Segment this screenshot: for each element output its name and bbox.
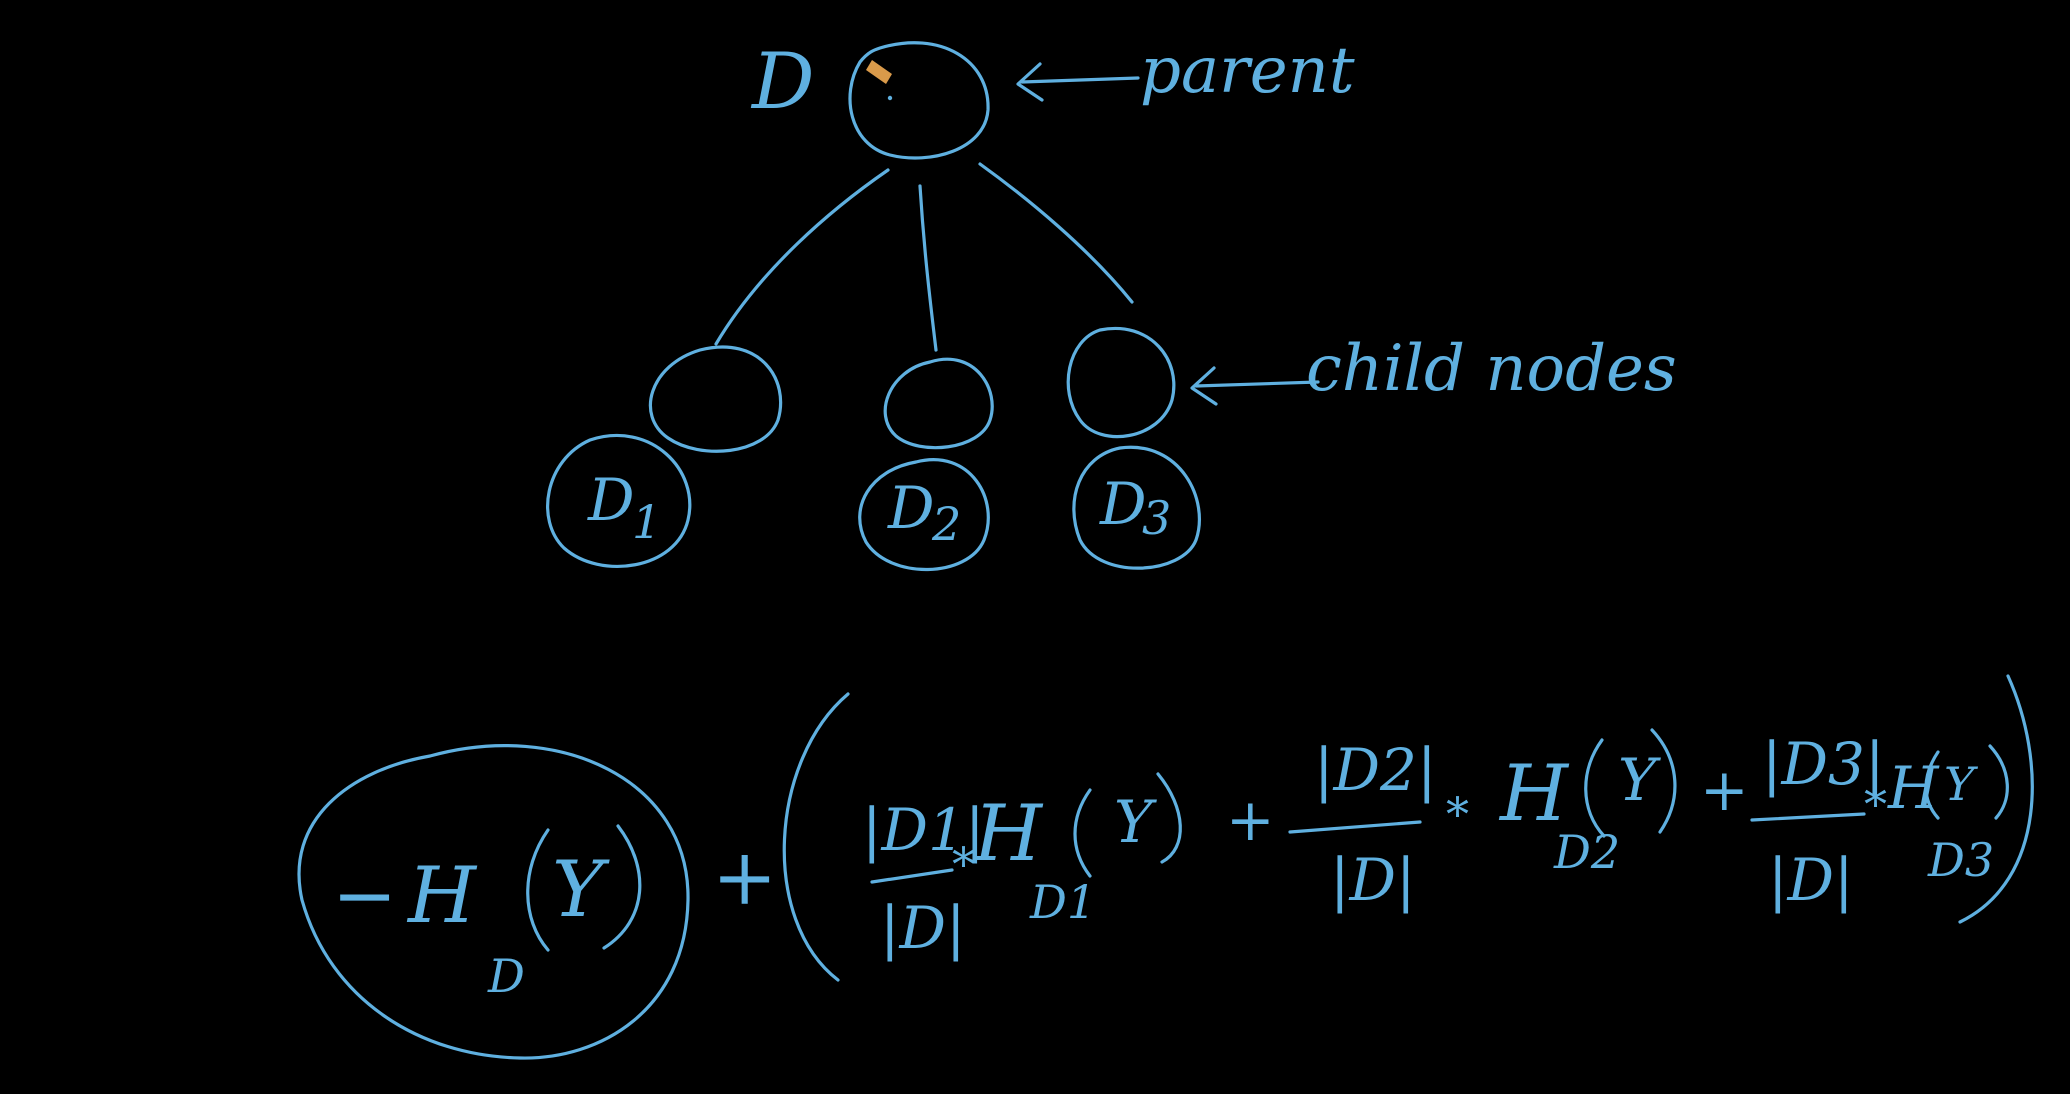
- frac2-numerator: |D2|: [1314, 736, 1437, 804]
- h1: H: [972, 789, 1044, 879]
- paren-open-2: [1073, 788, 1092, 878]
- entropy-subscript-d: D: [487, 949, 525, 1003]
- d3-label: D: [1099, 470, 1147, 538]
- child-circle-2: [883, 357, 994, 450]
- y2: Y: [1618, 746, 1661, 814]
- frac1-bar: [870, 868, 954, 884]
- times-3: *: [1864, 777, 1887, 831]
- child-node-2: D 2: [858, 357, 994, 572]
- d1-label: D: [587, 466, 635, 534]
- pencil-cursor-icon: [866, 60, 893, 101]
- d2-label: D: [887, 474, 935, 542]
- d2-circle: [858, 458, 990, 572]
- sub-d1: D1: [1029, 875, 1096, 929]
- edge-left: [714, 168, 890, 346]
- h2: H: [1498, 749, 1570, 839]
- y3: Y: [1944, 757, 1979, 811]
- child-node-1: D 1: [546, 345, 783, 568]
- paren-open-3: [1584, 738, 1606, 838]
- child-arrow: [1190, 366, 1320, 406]
- d2-subscript: 2: [931, 497, 961, 551]
- times-2: *: [1446, 787, 1469, 841]
- paren-close-1: [602, 824, 642, 950]
- sub-d2: D2: [1553, 825, 1620, 879]
- paren-open-4: [1924, 750, 1940, 820]
- frac3-numerator: |D3|: [1762, 730, 1885, 798]
- frac1-denominator: |D|: [880, 894, 966, 962]
- frac3-bar: [1750, 812, 1866, 822]
- big-paren-open: [782, 692, 850, 982]
- child-node-3: D 3: [1066, 326, 1201, 570]
- formula: − H D Y + |D1| |D| * H D1 Y + |D2| |D| *…: [297, 674, 2034, 1060]
- var-y: Y: [552, 845, 610, 935]
- child-circle-3: [1066, 326, 1176, 439]
- minus-sign: −: [332, 851, 397, 941]
- d1-circle: [546, 433, 692, 568]
- child-nodes-text: child nodes: [1306, 332, 1677, 406]
- edge-right: [978, 162, 1134, 304]
- sub-d3: D3: [1927, 833, 1994, 887]
- y1: Y: [1114, 788, 1157, 856]
- tree-edges: [714, 162, 1134, 352]
- parent-text: parent: [1140, 34, 1355, 108]
- big-paren-close: [1958, 674, 2034, 924]
- child-annotation: child nodes: [1190, 332, 1677, 406]
- paren-close-3: [1650, 728, 1677, 834]
- edge-middle: [918, 184, 938, 352]
- paren-close-4: [1988, 744, 2009, 820]
- frac2-denominator: |D|: [1330, 846, 1416, 914]
- child-circle-1: [648, 345, 783, 453]
- times-1: *: [952, 837, 975, 891]
- paren-open-1: [526, 828, 550, 952]
- parent-arrow: [1016, 62, 1140, 102]
- root-label: D: [750, 37, 815, 127]
- highlight-circle: [297, 744, 690, 1060]
- frac1-numerator: |D1|: [862, 796, 985, 864]
- entropy-h: H: [406, 851, 478, 941]
- d3-circle: [1072, 445, 1201, 570]
- parent-annotation: parent: [1016, 34, 1355, 108]
- d3-subscript: 3: [1142, 491, 1171, 545]
- plus-sign-2: +: [1226, 786, 1275, 854]
- parent-node: D: [750, 37, 990, 160]
- frac2-bar: [1288, 820, 1422, 834]
- plus-sign-3: +: [1700, 756, 1749, 824]
- d1-subscript: 1: [632, 495, 661, 549]
- plus-sign-1: +: [712, 833, 777, 923]
- frac3-denominator: |D|: [1768, 846, 1854, 914]
- parent-circle: [848, 41, 990, 160]
- paren-close-2: [1156, 772, 1182, 864]
